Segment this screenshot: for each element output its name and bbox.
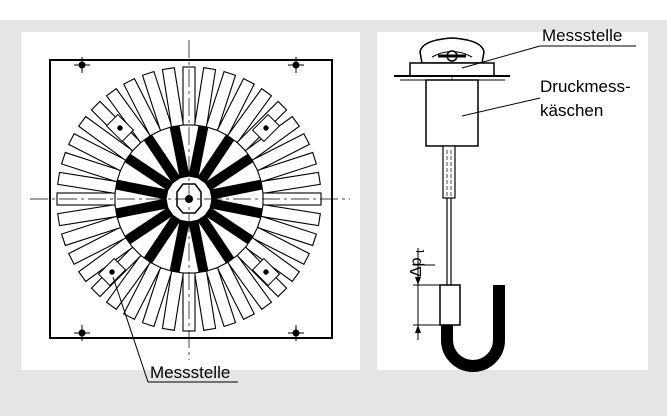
- measuring-point-markers: [97, 113, 281, 287]
- diffuser-blade: [251, 226, 311, 266]
- diffuser-inner-vane: [143, 134, 181, 184]
- diffuser-blade: [141, 70, 173, 132]
- manometer-reservoir: [439, 284, 461, 326]
- diffuser-inner-vane: [188, 125, 209, 179]
- diffuser-inner-vane: [143, 214, 181, 264]
- measuring-point-label-bottom: Messstelle: [150, 363, 230, 382]
- diffuser-inner-vane: [209, 198, 263, 219]
- pressure-box-side-view: [394, 37, 636, 372]
- leader-line-box: [461, 97, 541, 117]
- tube-connector: [442, 145, 456, 199]
- diffuser-blade: [205, 70, 237, 132]
- diffuser-inner-vane: [209, 179, 263, 200]
- diffuser-inner-vane: [197, 134, 235, 184]
- diffuser-blade: [122, 261, 162, 321]
- measuring-point-label-top: Messstelle: [542, 26, 622, 45]
- diffuser-blade: [251, 132, 311, 172]
- diffuser-blade: [141, 266, 173, 328]
- diffuser-inner-vane: [169, 125, 190, 179]
- diffuser-blade: [56, 192, 116, 206]
- diffuser-blade: [256, 151, 318, 183]
- right-drawing-area: [377, 32, 648, 370]
- diffuser-inner-vane: [115, 179, 169, 200]
- pressure-box-body: [425, 79, 479, 147]
- diffuser-inner-vane: [204, 153, 254, 191]
- diffuser-blade: [67, 132, 127, 172]
- pressure-box-label-line2: käschen: [540, 101, 603, 120]
- delta-p-subscript: t: [413, 249, 427, 253]
- diffuser-blade: [216, 261, 256, 321]
- leader-line-top: [461, 45, 541, 69]
- diffuser-blade: [67, 226, 127, 266]
- diffuser-blade: [182, 66, 196, 126]
- leader-line-bottom: [112, 276, 149, 383]
- diffuser-inner-vane: [169, 219, 190, 273]
- pressure-box-label-line1: Druckmess-: [540, 77, 631, 96]
- diffuser-inner-vane: [124, 207, 174, 245]
- u-tube-manometer: [441, 285, 505, 372]
- diffuser-inner-vane: [124, 153, 174, 191]
- diffuser-inner-vane: [188, 219, 209, 273]
- diffuser-blade: [256, 215, 318, 247]
- delta-p-label: Δp: [408, 257, 425, 277]
- diffuser-inner-vane: [204, 207, 254, 245]
- corner-screws: [74, 57, 304, 341]
- diffuser-blade: [216, 77, 256, 137]
- diffuser-blade: [205, 266, 237, 328]
- diffuser-front-view: [30, 40, 350, 383]
- diffuser-inner-vane: [197, 214, 235, 264]
- delta-p-label-group: Δp t: [408, 249, 427, 277]
- diffuser-inner-vanes: [115, 125, 263, 273]
- diffuser-blade: [60, 215, 122, 247]
- flange-top: [409, 62, 495, 77]
- diffuser-inner-vane: [115, 198, 169, 219]
- diffuser-blade: [122, 77, 162, 137]
- diffuser-blade: [60, 151, 122, 183]
